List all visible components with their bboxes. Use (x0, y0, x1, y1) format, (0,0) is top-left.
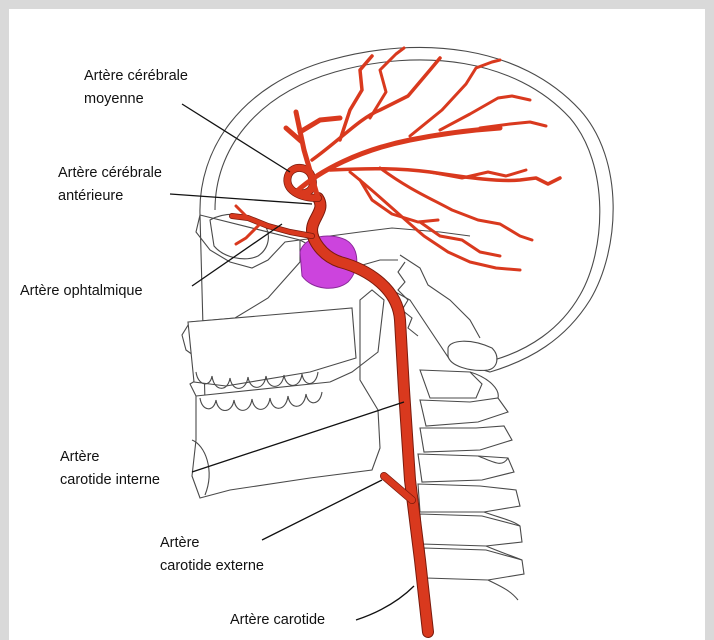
label-cerebrale-anterieure-2: antérieure (58, 188, 123, 204)
label-cerebrale-moyenne-1: Artère cérébrale (84, 68, 188, 84)
label-carotide-interne-1: Artère (60, 449, 100, 465)
label-ophtalmique: Artère ophtalmique (20, 283, 143, 299)
label-carotide-interne-2: carotide interne (60, 472, 160, 488)
label-carotide-externe-2: carotide externe (160, 558, 264, 574)
label-carotide-externe-1: Artère (160, 535, 200, 551)
label-cerebrale-moyenne-2: moyenne (84, 91, 144, 107)
label-cerebrale-anterieure-1: Artère cérébrale (58, 165, 162, 181)
label-carotide: Artère carotide (230, 612, 325, 628)
